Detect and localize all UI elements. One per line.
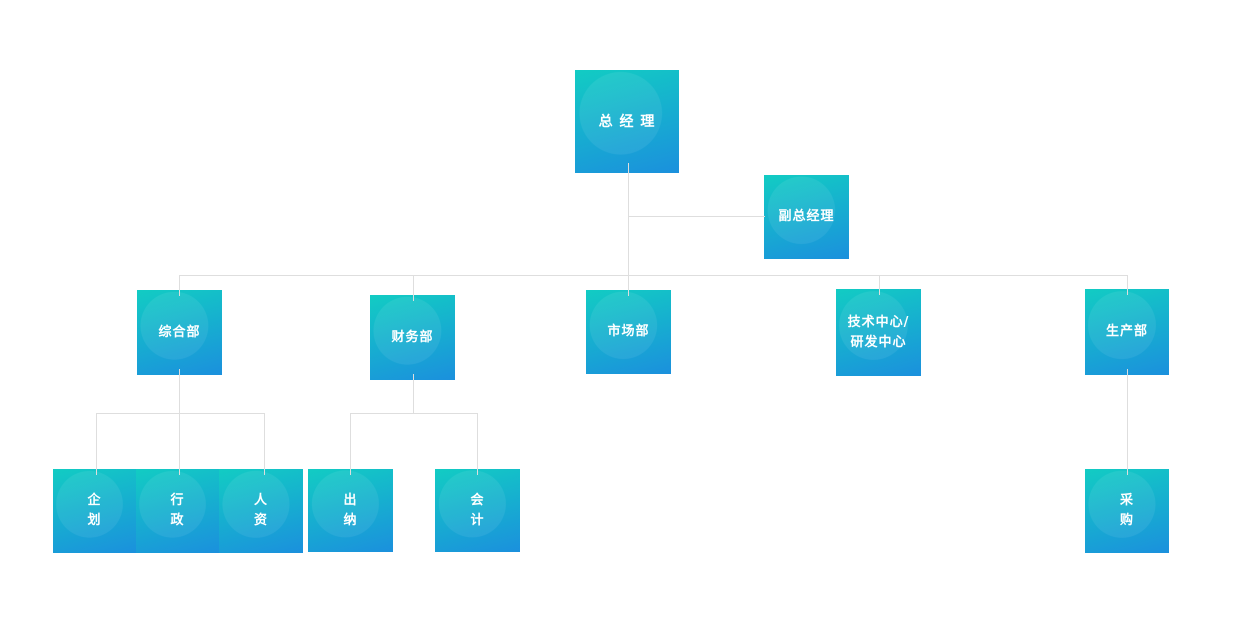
connector-finance-bus: [350, 413, 477, 414]
connector-general-trunk: [179, 369, 180, 413]
connector-stub-planning: [96, 413, 97, 475]
org-node-label: 企 划: [87, 493, 102, 528]
org-node-finance-department: 财务部: [370, 295, 455, 380]
org-node-deputy-general-manager: 副总经理: [764, 175, 849, 259]
org-node-human-resources: 人 资: [219, 469, 303, 553]
org-node-administration: 行 政: [136, 469, 219, 553]
org-node-label: 出 纳: [343, 492, 358, 528]
org-node-label: 采 购: [1119, 493, 1134, 528]
org-node-procurement: 采 购: [1085, 469, 1169, 553]
connector-stub-cashier: [350, 413, 351, 475]
connector-stub-accounting: [477, 413, 478, 475]
org-node-label: 生产部: [1105, 324, 1148, 339]
org-node-label: 财务部: [391, 329, 434, 345]
org-node-label: 综合部: [158, 324, 201, 340]
org-node-label: 市场部: [607, 324, 650, 339]
connector-stub-hr: [264, 413, 265, 475]
connector-stub-production: [1127, 275, 1128, 295]
org-node-label: 人 资: [253, 493, 268, 528]
connector-finance-trunk: [413, 374, 414, 413]
connector-stub-tech: [879, 275, 880, 295]
org-node-marketing-department: 市场部: [586, 290, 671, 374]
connector-stub-finance: [413, 275, 414, 301]
connector-level2-bus: [179, 275, 1127, 276]
org-node-general-department: 综合部: [137, 290, 222, 375]
org-node-tech-rd-center: 技术中心/ 研发中心: [836, 289, 921, 376]
org-node-label: 会 计: [470, 492, 485, 528]
connector-stub-general: [179, 275, 180, 296]
connector-general-bus: [96, 413, 264, 414]
org-node-label: 技术中心/ 研发中心: [847, 314, 910, 350]
org-node-label: 总 经 理: [598, 113, 656, 130]
connector-stub-admin: [179, 413, 180, 475]
connector-production-trunk: [1127, 369, 1128, 475]
org-node-general-manager: 总 经 理: [575, 70, 679, 173]
connector-deputy-branch: [628, 216, 765, 217]
org-node-label: 行 政: [170, 493, 185, 528]
org-node-accounting: 会 计: [435, 469, 520, 552]
org-node-planning: 企 划: [53, 469, 136, 553]
org-node-production-department: 生产部: [1085, 289, 1169, 375]
connector-gm-trunk: [628, 163, 629, 296]
org-node-cashier: 出 纳: [308, 469, 393, 552]
org-node-label: 副总经理: [778, 209, 835, 224]
